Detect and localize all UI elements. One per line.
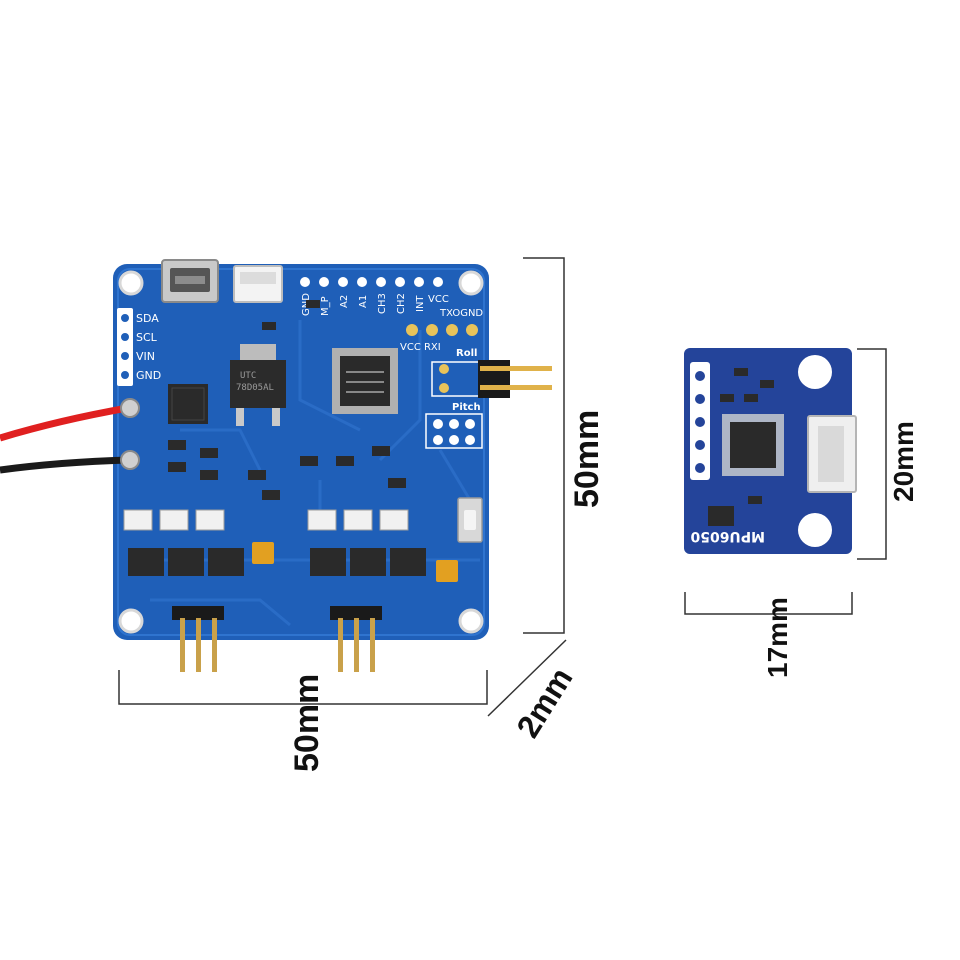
board-thickness-line <box>487 639 567 717</box>
dim-board-width: 50mm <box>288 674 326 772</box>
pin-label-ch3: CH3 <box>377 293 388 314</box>
mounting-holes <box>118 270 484 634</box>
regulator-mark-part: 78D05AL <box>236 383 274 393</box>
sensor-height-line <box>857 348 887 560</box>
label-pitch: Pitch <box>452 402 481 413</box>
pitch-pads <box>425 413 483 449</box>
gimbal-controller-board: GND M_P A2 A1 CH3 CH2 INT VCC SDA SCL VI… <box>0 259 552 672</box>
label-scl: SCL <box>136 331 158 344</box>
sensor-hole-top <box>798 355 832 389</box>
header-pads <box>300 277 443 287</box>
sensor-smd-components <box>708 368 774 526</box>
dim-board-height: 50mm <box>568 410 606 508</box>
i2c-labels: SDA SCL VIN GND <box>136 312 161 382</box>
roll-header-icon <box>431 360 552 398</box>
power-wires <box>0 398 140 474</box>
pin-label-vcc: VCC <box>428 294 449 305</box>
smd-components <box>168 300 406 500</box>
jst-connector-icon <box>233 265 283 303</box>
board-height-line <box>523 257 565 634</box>
dim-sensor-height: 20mm <box>888 421 919 502</box>
pin-label-a1: A1 <box>358 295 369 308</box>
pin-label-a2: A2 <box>339 295 350 308</box>
i2c-pads <box>117 308 133 386</box>
sensor-hole-bottom <box>798 513 832 547</box>
sensor-width-line <box>684 592 853 615</box>
pin-label-ch2: CH2 <box>396 293 407 314</box>
regulator-mark-utc: UTC <box>240 371 256 381</box>
label-uart: TXOGND <box>439 308 483 319</box>
label-vcc-rxi: VCC RXI <box>400 342 441 353</box>
pin-label-mp: M_P <box>320 296 331 316</box>
label-gnd: GND <box>136 369 161 382</box>
driver-ic-icon <box>168 384 208 424</box>
motor-header-icon <box>172 606 382 672</box>
label-vin: VIN <box>136 350 155 363</box>
regulator-icon: UTC 78D05AL <box>230 344 286 426</box>
tact-switch-icon <box>457 497 483 543</box>
sensor-label: MPU6050 <box>690 528 765 544</box>
tantalum-caps <box>252 542 458 582</box>
resistor-row <box>123 509 409 531</box>
uart-pads <box>406 324 478 336</box>
label-sda: SDA <box>136 312 159 325</box>
sensor-pin-pads <box>690 362 710 480</box>
pin-label-int: INT <box>415 295 426 312</box>
board-width-line <box>118 670 488 705</box>
motor-driver-ics <box>128 548 426 576</box>
dim-sensor-width: 17mm <box>762 597 793 678</box>
dimension-lines <box>118 257 887 717</box>
imu-chip-icon <box>722 414 784 476</box>
mcu-chip-icon <box>332 348 398 414</box>
micro-usb-port-icon <box>161 259 219 303</box>
jst-socket-icon <box>807 415 857 493</box>
mpu6050-sensor-board: MPU6050 <box>684 348 857 554</box>
label-roll: Roll <box>456 348 477 359</box>
dim-board-thickness: 2mm <box>509 661 579 743</box>
